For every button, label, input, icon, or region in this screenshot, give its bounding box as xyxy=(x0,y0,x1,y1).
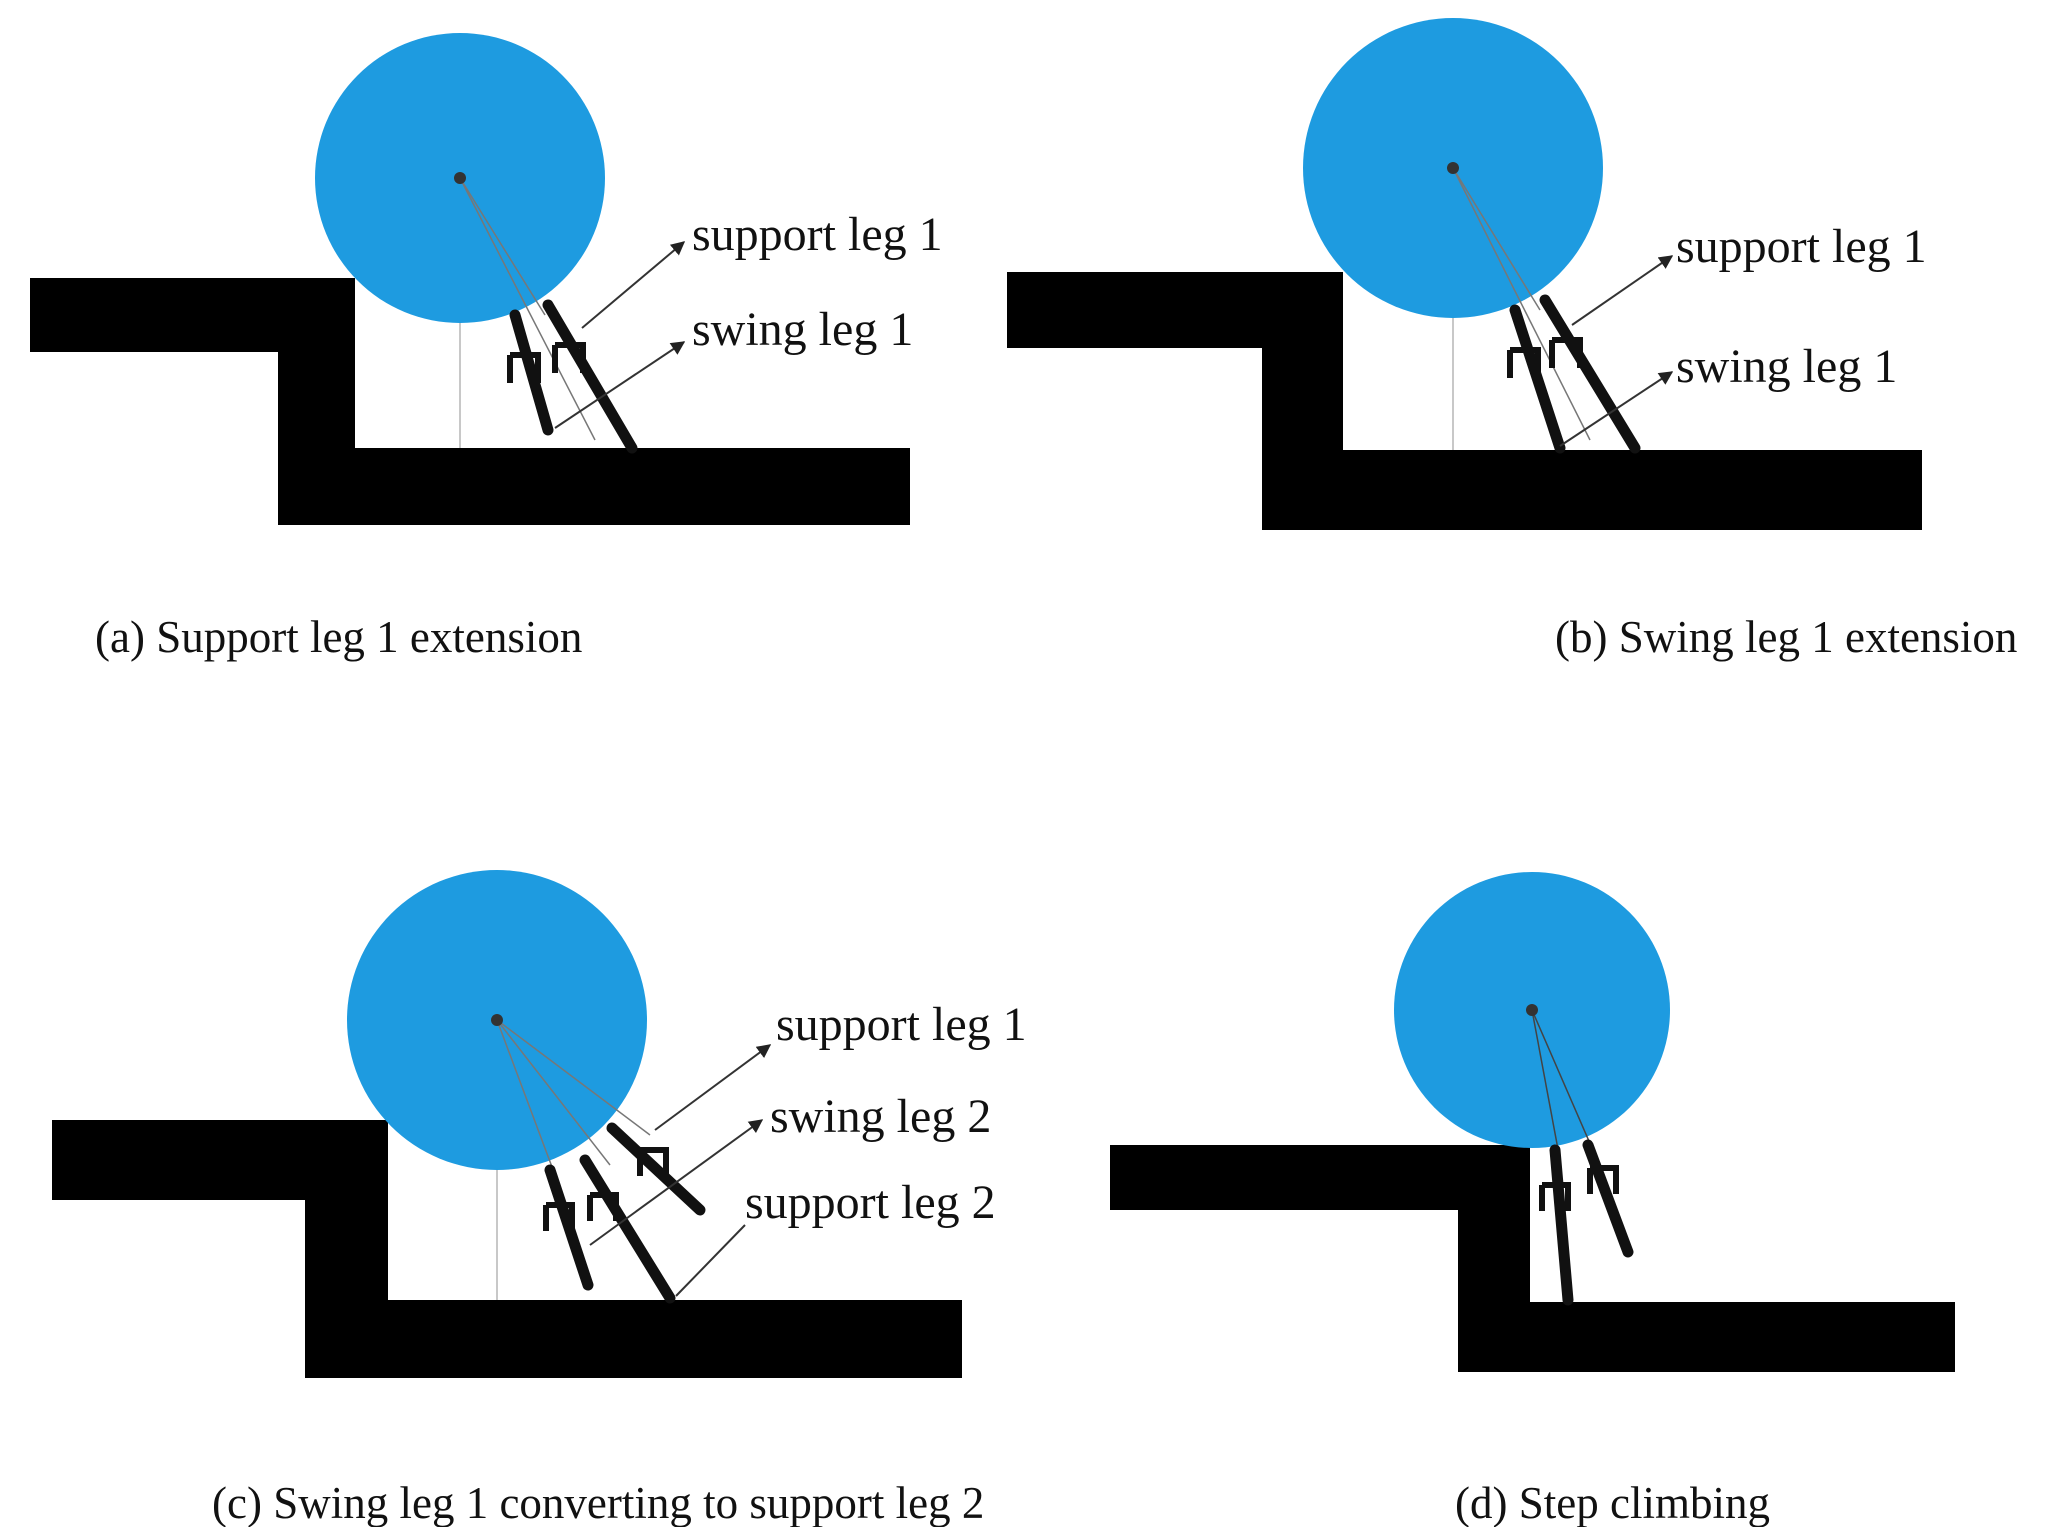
label-support-leg-1: support leg 1 xyxy=(692,208,943,261)
wheel-hub xyxy=(1526,1004,1538,1016)
label-pointer xyxy=(654,1044,772,1131)
support-leg-2 xyxy=(579,1154,676,1304)
caption-a: (a) Support leg 1 extension xyxy=(95,612,582,662)
leg-b xyxy=(1582,1139,1634,1258)
swing-leg-1 xyxy=(1507,304,1566,454)
label-pointer xyxy=(675,1224,746,1297)
panel-a: support leg 1 swing leg 1 (a) Support le… xyxy=(30,33,943,662)
step-shape xyxy=(1110,1145,1955,1372)
panel-d: (d) Step climbing xyxy=(1110,872,1955,1527)
panel-c: support leg 1 swing leg 2 support leg 2 … xyxy=(52,870,1027,1527)
construction-line xyxy=(1452,167,1591,441)
step-shape xyxy=(1007,272,1922,530)
caption-b: (b) Swing leg 1 extension xyxy=(1555,612,2017,662)
wheel-hub xyxy=(454,172,466,184)
step-shape xyxy=(52,1120,962,1378)
construction-line xyxy=(459,177,546,316)
construction-line xyxy=(459,177,596,441)
wheel-hub xyxy=(491,1014,503,1026)
caption-d: (d) Step climbing xyxy=(1455,1478,1770,1527)
wheel-hub xyxy=(1447,162,1459,174)
label-swing-leg-1: swing leg 1 xyxy=(692,303,913,356)
swing-leg-2 xyxy=(543,1164,594,1291)
leg-a xyxy=(1539,1144,1574,1306)
label-pointer xyxy=(1571,255,1674,326)
label-swing-leg-1: swing leg 1 xyxy=(1676,340,1897,393)
construction-line xyxy=(496,1019,651,1136)
label-support-leg-2: support leg 2 xyxy=(745,1176,996,1229)
swing-leg-1 xyxy=(507,309,554,436)
support-leg-1 xyxy=(1539,294,1641,454)
construction-line xyxy=(496,1019,556,1176)
caption-c: (c) Swing leg 1 converting to support le… xyxy=(212,1478,984,1527)
label-pointer xyxy=(554,341,686,429)
support-leg-1 xyxy=(542,299,638,454)
step-shape xyxy=(30,278,910,525)
construction-line xyxy=(1531,1009,1596,1156)
construction-line xyxy=(1531,1009,1561,1161)
support-leg-1 xyxy=(606,1122,706,1216)
label-pointer xyxy=(589,1119,764,1246)
construction-line xyxy=(496,1019,611,1166)
panel-b: support leg 1 swing leg 1 (b) Swing leg … xyxy=(1007,18,2017,662)
label-pointer xyxy=(1559,371,1674,447)
label-support-leg-1: support leg 1 xyxy=(776,998,1027,1051)
label-swing-leg-2: swing leg 2 xyxy=(770,1090,991,1143)
construction-line xyxy=(1452,167,1541,311)
label-pointer xyxy=(581,241,686,329)
label-support-leg-1: support leg 1 xyxy=(1676,220,1927,273)
